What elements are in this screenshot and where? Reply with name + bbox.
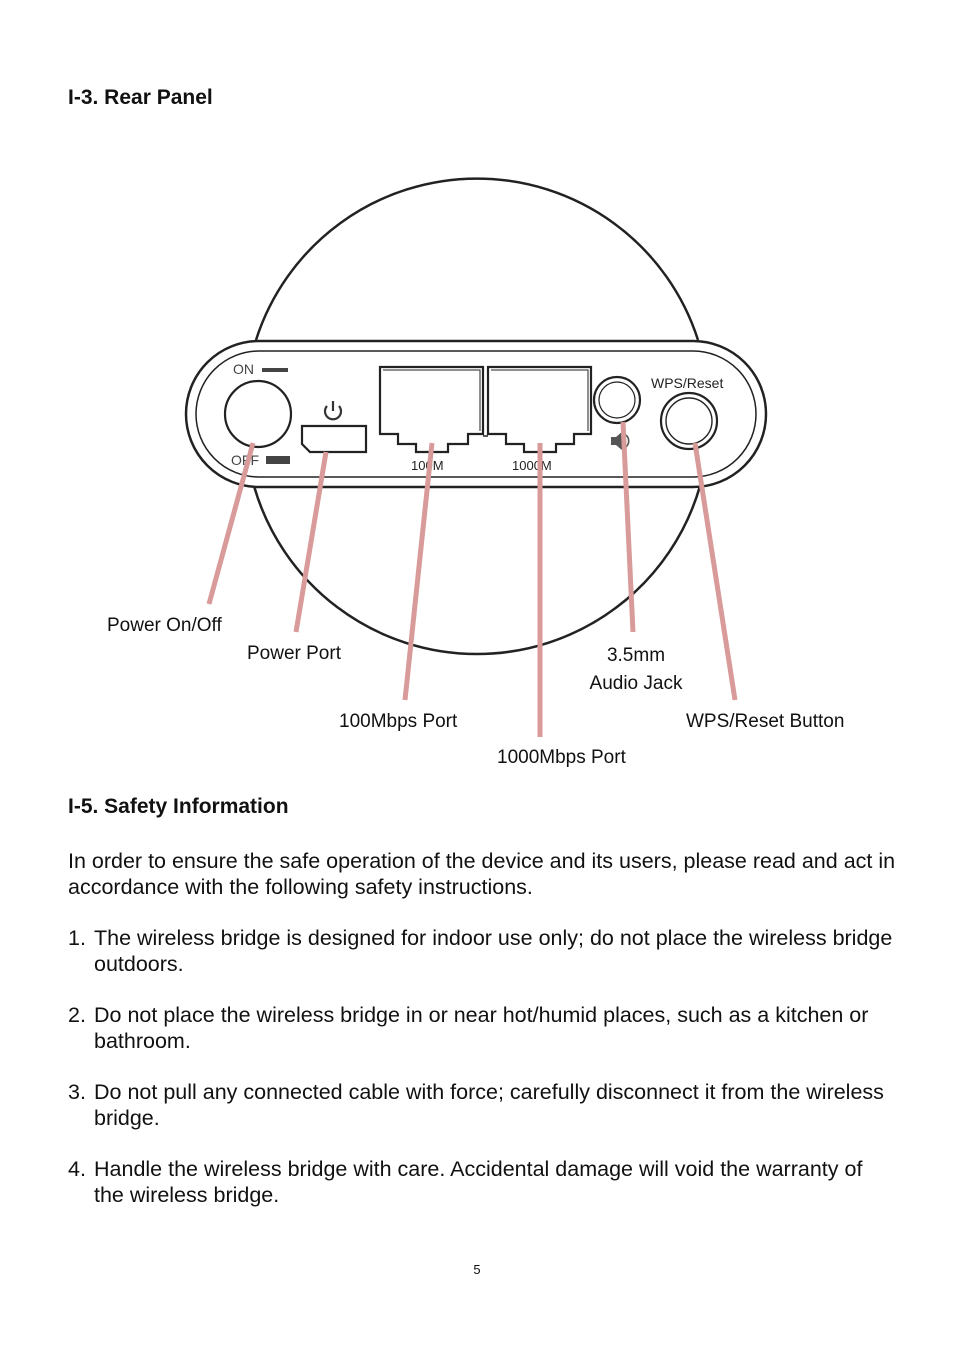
device-body-bottom <box>252 485 702 656</box>
on-label: ON <box>233 361 254 377</box>
safety-heading: I-5. Safety Information <box>68 795 289 818</box>
device-body-top <box>254 177 700 341</box>
page-number: 5 <box>473 1262 481 1277</box>
callout-audio-line2: Audio Jack <box>589 673 683 694</box>
leader-wps-button <box>692 442 738 701</box>
safety-item: 3. Do not pull any connected cable with … <box>68 1079 898 1131</box>
wps-reset-button <box>659 391 719 451</box>
safety-item-text: Do not pull any connected cable with for… <box>94 1080 884 1130</box>
callout-wps-button: WPS/Reset Button <box>686 711 845 732</box>
safety-item: 2. Do not place the wireless bridge in o… <box>68 1002 898 1054</box>
safety-item-number: 4. <box>68 1157 86 1181</box>
lan-port-1000 <box>486 365 593 454</box>
audio-jack <box>592 375 642 425</box>
safety-item: 4. Handle the wireless bridge with care.… <box>68 1156 898 1208</box>
safety-item: 1. The wireless bridge is designed for i… <box>68 925 898 977</box>
port-1000-label: 1000M <box>512 458 552 473</box>
callout-audio-jack: 3.5mm Audio Jack <box>581 642 691 698</box>
safety-item-number: 1. <box>68 926 86 950</box>
safety-item-text: The wireless bridge is designed for indo… <box>94 926 893 976</box>
callout-power-port: Power Port <box>247 643 341 664</box>
power-symbol-icon <box>323 401 343 421</box>
rear-panel-inner <box>195 350 757 478</box>
lan-port-100 <box>378 365 485 454</box>
callout-power-switch: Power On/Off <box>107 615 222 636</box>
safety-intro: In order to ensure the safe operation of… <box>68 849 896 899</box>
leader-power-port <box>293 451 329 633</box>
safety-item-text: Handle the wireless bridge with care. Ac… <box>94 1157 863 1207</box>
rear-panel-heading: I-3. Rear Panel <box>68 86 213 109</box>
wps-reset-label: WPS/Reset <box>651 375 723 391</box>
leader-power-switch <box>206 442 256 605</box>
safety-item-number: 2. <box>68 1003 86 1027</box>
leader-audio-jack <box>620 421 636 633</box>
power-switch <box>223 379 293 449</box>
power-port <box>300 424 368 454</box>
callout-port-100: 100Mbps Port <box>339 711 458 732</box>
safety-item-text: Do not place the wireless bridge in or n… <box>94 1003 869 1053</box>
leader-port-100 <box>402 442 435 701</box>
callout-audio-line1: 3.5mm <box>606 645 666 666</box>
safety-item-number: 3. <box>68 1080 86 1104</box>
rear-panel-diagram: ON OFF 100M 1000M WPS/Reset <box>184 177 768 737</box>
callout-port-1000: 1000Mbps Port <box>497 747 626 768</box>
leader-lines <box>206 421 738 737</box>
